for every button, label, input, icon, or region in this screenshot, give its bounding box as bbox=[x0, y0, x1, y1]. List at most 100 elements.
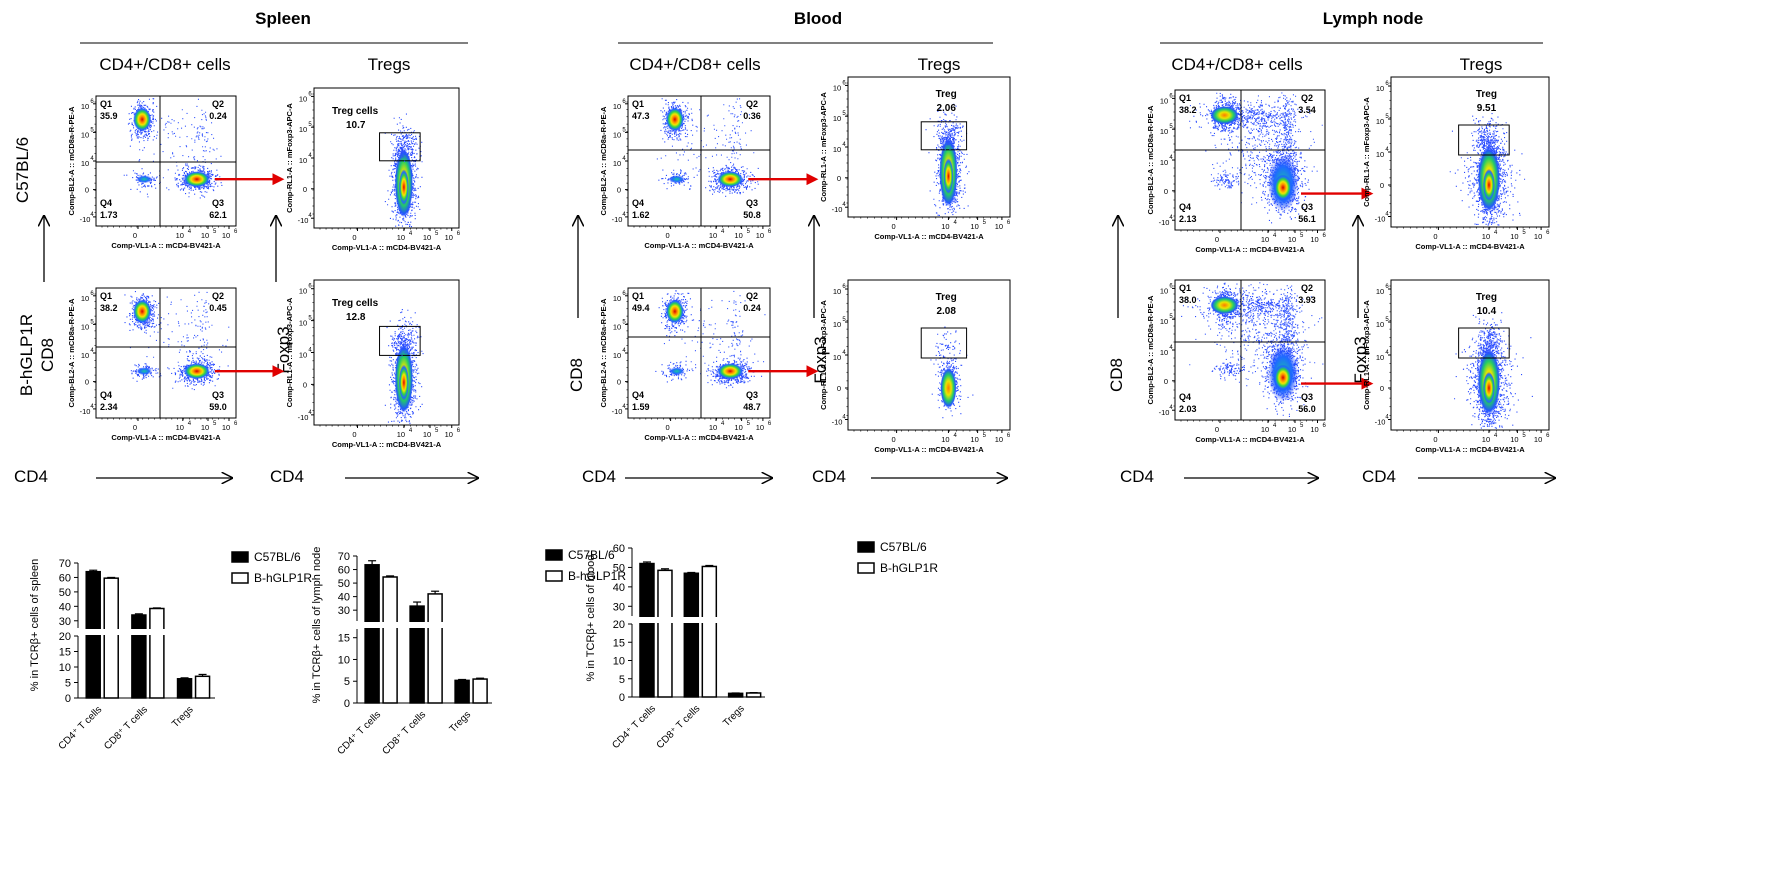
y-tick-exponent: 6 bbox=[308, 91, 312, 97]
q4-label: Q4 bbox=[632, 390, 644, 400]
x-tick-label: 10 bbox=[1482, 435, 1490, 444]
q4-label: Q4 bbox=[1179, 392, 1191, 402]
y-tick-exponent: 5 bbox=[90, 127, 94, 133]
y-tick-label: 10 bbox=[613, 102, 621, 111]
plot-frame bbox=[847, 76, 1011, 218]
q1-label: Q1 bbox=[1179, 93, 1191, 103]
y-tick-exponent: 5 bbox=[308, 316, 312, 322]
y-tick-label: 30 bbox=[613, 601, 625, 613]
legend-swatch bbox=[231, 572, 249, 584]
category-label: Tregs bbox=[448, 709, 474, 735]
y-tick-label: 0 bbox=[1380, 181, 1384, 190]
bar-hglp1r bbox=[472, 678, 488, 704]
x-tick-label: 10 bbox=[1261, 425, 1269, 434]
y-tick-exponent: 4 bbox=[622, 404, 626, 410]
q1-label: Q1 bbox=[100, 99, 112, 109]
y-tick-exponent: 6 bbox=[1169, 93, 1173, 99]
y-tick-label: 50 bbox=[613, 562, 625, 574]
y-axis-title: Comp-RL1-A :: mFoxp3-APC-A bbox=[285, 103, 294, 213]
event-dots bbox=[1477, 133, 1502, 154]
density-hotspot bbox=[943, 158, 954, 195]
y-tick-label: -10 bbox=[298, 413, 309, 422]
x-tick-exponent: 5 bbox=[983, 433, 987, 439]
y-tick-label: 0 bbox=[619, 692, 625, 704]
treg-gate-value: 2.06 bbox=[936, 103, 956, 114]
x-tick-exponent: 5 bbox=[747, 421, 751, 427]
category-label: Tregs bbox=[721, 703, 747, 729]
bar-hglp1r bbox=[745, 692, 762, 698]
q2-label: Q2 bbox=[746, 291, 758, 301]
y-tick-exponent: 4 bbox=[308, 153, 312, 159]
category-label: CD8⁺ T cells bbox=[380, 709, 428, 757]
event-dots bbox=[384, 117, 423, 173]
bar-hglp1r bbox=[382, 576, 398, 704]
x-tick-label: 10 bbox=[201, 231, 209, 240]
legend-swatch bbox=[857, 562, 875, 574]
x-tick-label: 10 bbox=[176, 231, 184, 240]
y-tick-label: 20 bbox=[613, 619, 625, 631]
density-hotspot bbox=[665, 299, 684, 324]
y-axis-title: Comp-BL2-A :: mCD8a-R-PE-A bbox=[1146, 105, 1155, 214]
q3-label: Q3 bbox=[1301, 392, 1313, 402]
y-tick-label: 10 bbox=[1160, 317, 1168, 326]
y-tick-label: 0 bbox=[65, 693, 71, 705]
bar-c57bl6 bbox=[683, 572, 700, 698]
y-tick-label: -10 bbox=[80, 407, 91, 416]
x-tick-exponent: 6 bbox=[1546, 433, 1550, 439]
y-tick-label: 10 bbox=[299, 351, 307, 360]
y-tick-exponent: 5 bbox=[842, 317, 846, 323]
x-tick-exponent: 5 bbox=[1522, 433, 1526, 439]
q2-label: Q2 bbox=[1301, 93, 1313, 103]
x-tick-exponent: 4 bbox=[721, 229, 725, 235]
y-tick-label: 0 bbox=[85, 378, 89, 387]
y-tick-label: 0 bbox=[303, 185, 307, 194]
q1-value: 49.4 bbox=[632, 303, 650, 313]
density-hotspot bbox=[668, 367, 685, 376]
y-tick-exponent: 6 bbox=[308, 284, 312, 290]
row-label-c57: C57BL/6 bbox=[13, 137, 32, 203]
plot-frame bbox=[313, 279, 460, 426]
x-axis-title: Comp-VL1-A :: mCD4-BV421-A bbox=[111, 433, 221, 442]
row-label-hglp1r: B-hGLP1R bbox=[17, 314, 36, 396]
x-tick-exponent: 6 bbox=[234, 229, 238, 235]
density-hotspot bbox=[1482, 372, 1495, 404]
x-tick-exponent: 4 bbox=[953, 220, 957, 226]
y-tick-label: 50 bbox=[59, 587, 71, 599]
x-tick-exponent: 4 bbox=[721, 421, 725, 427]
gate-header-quadrant: CD4+/CD8+ cells bbox=[629, 55, 760, 74]
x-tick-label: 10 bbox=[222, 423, 230, 432]
x-tick-label: 10 bbox=[1288, 425, 1296, 434]
x-tick-exponent: 6 bbox=[457, 428, 461, 434]
q4-value: 2.34 bbox=[100, 402, 118, 412]
y-axis-title: Comp-RL1-A :: mFoxp3-APC-A bbox=[1362, 97, 1371, 207]
plot-frame bbox=[1390, 76, 1550, 228]
treg-gate bbox=[920, 121, 968, 151]
y-tick-exponent: 4 bbox=[1385, 212, 1389, 218]
x-tick-label: 0 bbox=[1215, 425, 1219, 434]
x-tick-label: 10 bbox=[1310, 235, 1318, 244]
y-tick-label: 10 bbox=[1160, 96, 1168, 105]
density-hotspot bbox=[136, 175, 153, 184]
q4-label: Q4 bbox=[1179, 202, 1191, 212]
q3-value: 56.1 bbox=[1298, 214, 1316, 224]
y-tick-label: 30 bbox=[338, 605, 350, 617]
y-tick-label: 0 bbox=[1164, 377, 1168, 386]
y-tick-exponent: 4 bbox=[1385, 350, 1389, 356]
y-tick-label: 0 bbox=[1380, 384, 1384, 393]
event-dots bbox=[1449, 104, 1526, 226]
y-tick-label: 10 bbox=[1376, 150, 1384, 159]
plot-frame bbox=[847, 279, 1011, 431]
y-tick-label: 10 bbox=[1160, 158, 1168, 167]
treg-gate bbox=[379, 325, 421, 356]
x-tick-label: 10 bbox=[1510, 232, 1518, 241]
y-axis-title: Comp-BL2-A :: mCD8a-R-PE-A bbox=[599, 298, 608, 407]
q3-label: Q3 bbox=[746, 390, 758, 400]
x-tick-label: 10 bbox=[970, 222, 978, 231]
treg-gate-label: Treg cells bbox=[332, 298, 379, 309]
